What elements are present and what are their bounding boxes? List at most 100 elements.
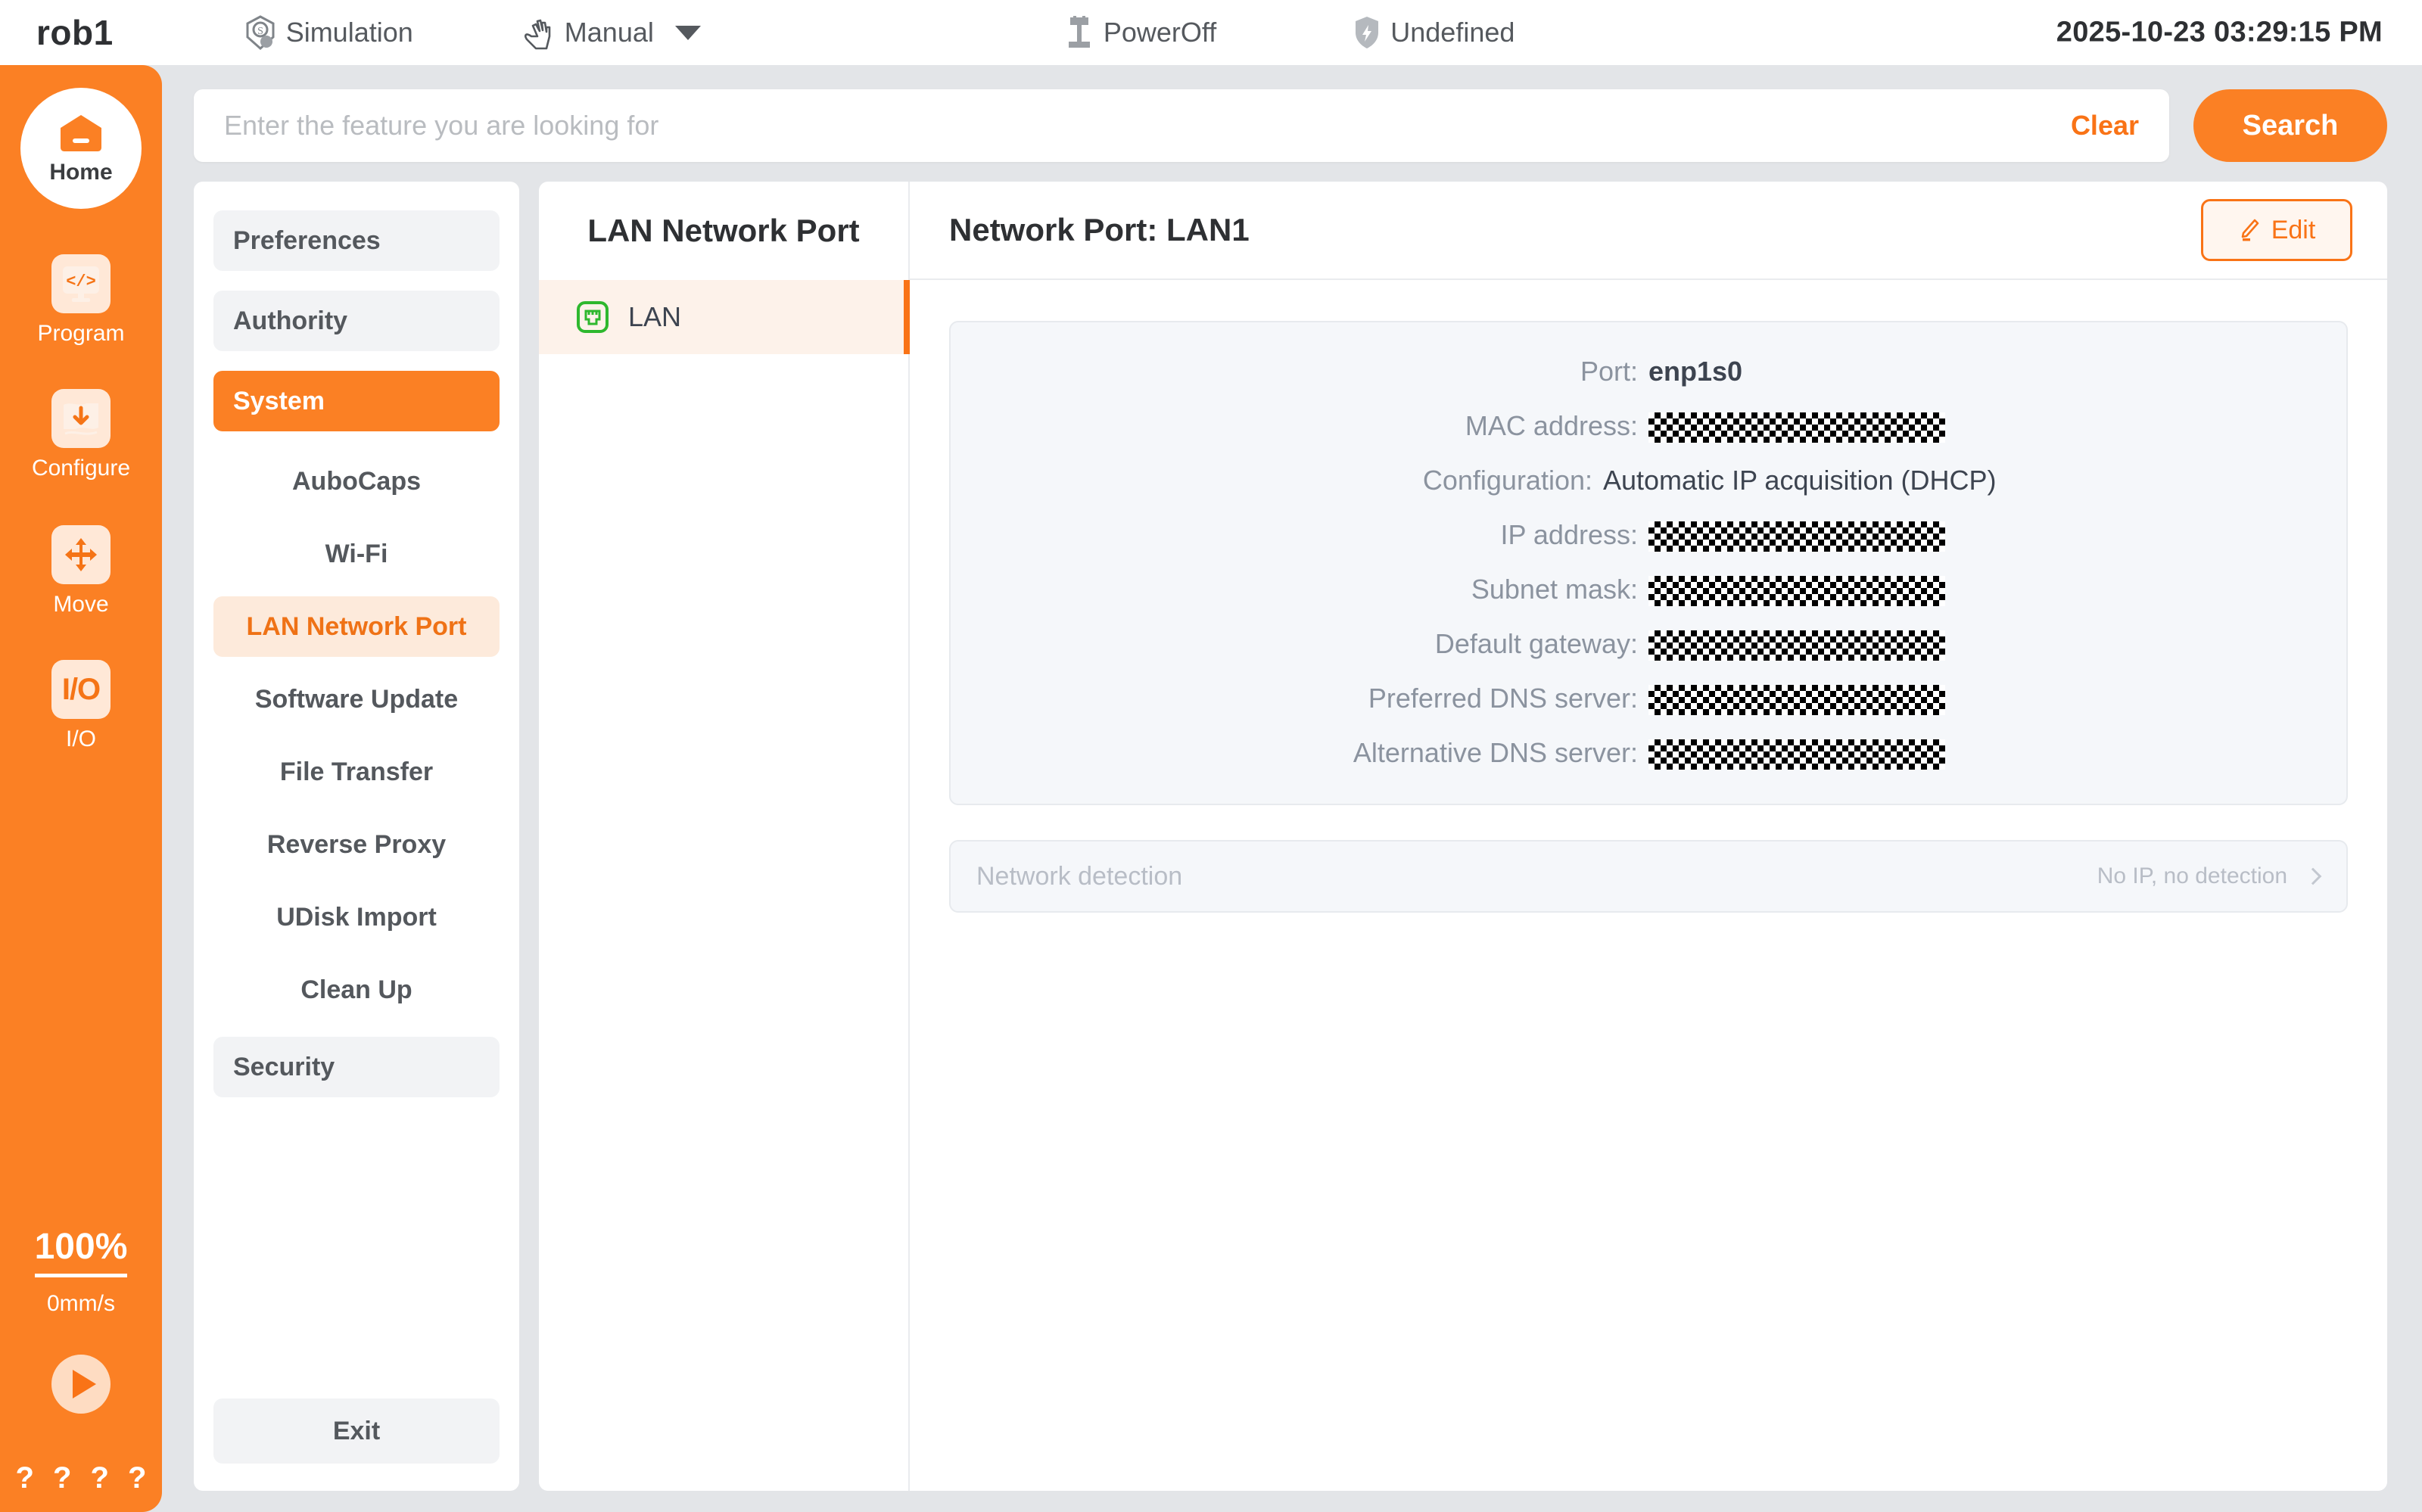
- mode-selector[interactable]: Manual: [521, 14, 701, 51]
- info-row-port: Port: enp1s0: [951, 354, 2346, 389]
- settings-nav-panel: Preferences Authority System AuboCaps Wi…: [194, 182, 519, 1491]
- io-tile-text: I/O: [61, 672, 101, 706]
- info-label-default-gateway: Default gateway:: [1434, 628, 1638, 659]
- nav-item-lan-network-port[interactable]: LAN Network Port: [213, 596, 500, 657]
- edit-button[interactable]: Edit: [2201, 199, 2352, 261]
- nav-item-software-update-label: Software Update: [254, 684, 459, 714]
- detail-column: Network Port: LAN1 Edit Port: enp1s0 MAC…: [910, 182, 2387, 1491]
- network-detection-label: Network detection: [976, 861, 1183, 891]
- clear-button[interactable]: Clear: [2070, 110, 2139, 141]
- info-row-default-gateway: Default gateway:: [951, 627, 2346, 661]
- lan-list-column: LAN Network Port LAN: [539, 182, 910, 1491]
- simulation-icon: S: [244, 14, 277, 51]
- nav-item-wifi-label: Wi-Fi: [325, 539, 388, 568]
- ethernet-port-icon: [577, 301, 609, 333]
- rail-item-configure[interactable]: Configure: [0, 389, 162, 481]
- info-value-port: enp1s0: [1648, 356, 1743, 387]
- detail-header: Network Port: LAN1 Edit: [910, 182, 2387, 280]
- help-indicators: ? ? ? ?: [0, 1461, 162, 1495]
- redacted-bar: [1648, 575, 1945, 606]
- play-button[interactable]: [51, 1355, 111, 1414]
- list-item-lan[interactable]: LAN: [539, 280, 910, 354]
- shield-icon: [1353, 14, 1381, 51]
- info-label-mac-address: MAC address:: [1465, 410, 1638, 441]
- info-value-ip-address: [1648, 518, 2133, 552]
- redacted-bar: [1648, 412, 1945, 443]
- rail-label-move: Move: [53, 592, 109, 617]
- content-panel: LAN Network Port LAN Network Port: LAN1: [539, 182, 2387, 1491]
- info-value-configuration: Automatic IP acquisition (DHCP): [1603, 465, 1997, 496]
- nav-item-reverse-proxy-label: Reverse Proxy: [266, 829, 447, 859]
- nav-group-security-label: Security: [233, 1052, 335, 1081]
- nav-item-reverse-proxy[interactable]: Reverse Proxy: [213, 814, 500, 875]
- nav-group-system-label: System: [233, 386, 325, 415]
- info-label-port: Port:: [1580, 356, 1638, 387]
- info-value-mac-address: [1648, 409, 2133, 443]
- network-info-card: Port: enp1s0 MAC address: Configuration:…: [949, 321, 2348, 805]
- rail-label-io: I/O: [65, 726, 96, 751]
- rail-item-io[interactable]: I/O I/O: [0, 660, 162, 752]
- nav-group-preferences[interactable]: Preferences: [213, 210, 500, 271]
- nav-group-system[interactable]: System: [213, 371, 500, 431]
- chevron-right-icon: [2304, 867, 2322, 885]
- top-status-bar: rob1 S Simulation Manual: [0, 0, 2422, 65]
- info-label-ip-address: IP address:: [1500, 519, 1638, 550]
- move-arrows-icon: [51, 525, 111, 584]
- nav-item-software-update[interactable]: Software Update: [213, 669, 500, 730]
- rail-item-move[interactable]: Move: [0, 525, 162, 618]
- help-mark-3[interactable]: ?: [90, 1461, 109, 1495]
- rail-label-program: Program: [37, 321, 125, 346]
- nav-group-security[interactable]: Security: [213, 1037, 500, 1097]
- rail-item-program[interactable]: </> Program: [0, 254, 162, 347]
- network-detection-row[interactable]: Network detection No IP, no detection: [949, 840, 2348, 913]
- search-field[interactable]: Clear: [194, 89, 2169, 162]
- exit-button[interactable]: Exit: [213, 1398, 500, 1464]
- info-row-preferred-dns: Preferred DNS server:: [951, 681, 2346, 716]
- network-detection-value: No IP, no detection: [2097, 863, 2287, 888]
- home-icon: [56, 111, 106, 157]
- io-icon: I/O: [51, 660, 111, 719]
- lan-list-title: LAN Network Port: [587, 213, 860, 248]
- speed-indicator[interactable]: 100% 0mm/s: [0, 1226, 162, 1317]
- rail-item-home[interactable]: Home: [20, 88, 142, 209]
- redacted-bar: [1648, 630, 1945, 661]
- nav-item-aubocaps[interactable]: AuboCaps: [213, 451, 500, 512]
- pencil-icon: [2238, 218, 2261, 242]
- simulation-status[interactable]: S Simulation: [244, 14, 413, 51]
- edit-button-label: Edit: [2271, 215, 2316, 244]
- help-mark-1[interactable]: ?: [15, 1461, 34, 1495]
- nav-item-file-transfer-label: File Transfer: [279, 757, 434, 786]
- exit-button-label: Exit: [332, 1416, 381, 1445]
- nav-group-preferences-label: Preferences: [233, 226, 381, 255]
- nav-item-file-transfer[interactable]: File Transfer: [213, 742, 500, 802]
- info-label-subnet-mask: Subnet mask:: [1471, 574, 1638, 605]
- info-value-preferred-dns: [1648, 682, 2133, 715]
- svg-text:</>: </>: [66, 272, 96, 291]
- search-bar: Clear Search: [194, 89, 2387, 162]
- power-status[interactable]: PowerOff: [1064, 14, 1216, 51]
- rail-label-configure: Configure: [31, 456, 131, 481]
- search-button[interactable]: Search: [2193, 89, 2387, 162]
- info-value-default-gateway: [1648, 627, 2133, 661]
- info-row-configuration: Configuration: Automatic IP acquisition …: [951, 463, 2346, 498]
- download-page-icon: [51, 389, 111, 448]
- safety-status[interactable]: Undefined: [1353, 14, 1515, 51]
- help-mark-4[interactable]: ?: [128, 1461, 147, 1495]
- chevron-down-icon[interactable]: [674, 25, 701, 40]
- help-mark-2[interactable]: ?: [53, 1461, 72, 1495]
- nav-item-clean-up[interactable]: Clean Up: [213, 960, 500, 1020]
- hand-cursor-icon: [521, 14, 556, 51]
- mode-label: Manual: [564, 17, 654, 48]
- nav-group-authority[interactable]: Authority: [213, 291, 500, 351]
- info-value-alternative-dns: [1648, 736, 2133, 770]
- info-label-configuration: Configuration:: [1422, 465, 1592, 496]
- search-input[interactable]: [224, 110, 2048, 142]
- power-label: PowerOff: [1103, 17, 1217, 48]
- nav-item-udisk-import-label: UDisk Import: [276, 902, 437, 932]
- rail-label-home: Home: [49, 160, 113, 185]
- play-icon: [72, 1370, 96, 1398]
- nav-item-clean-up-label: Clean Up: [300, 975, 412, 1004]
- nav-item-udisk-import[interactable]: UDisk Import: [213, 887, 500, 947]
- robot-arm-icon: [1064, 14, 1094, 51]
- nav-item-wifi[interactable]: Wi-Fi: [213, 524, 500, 584]
